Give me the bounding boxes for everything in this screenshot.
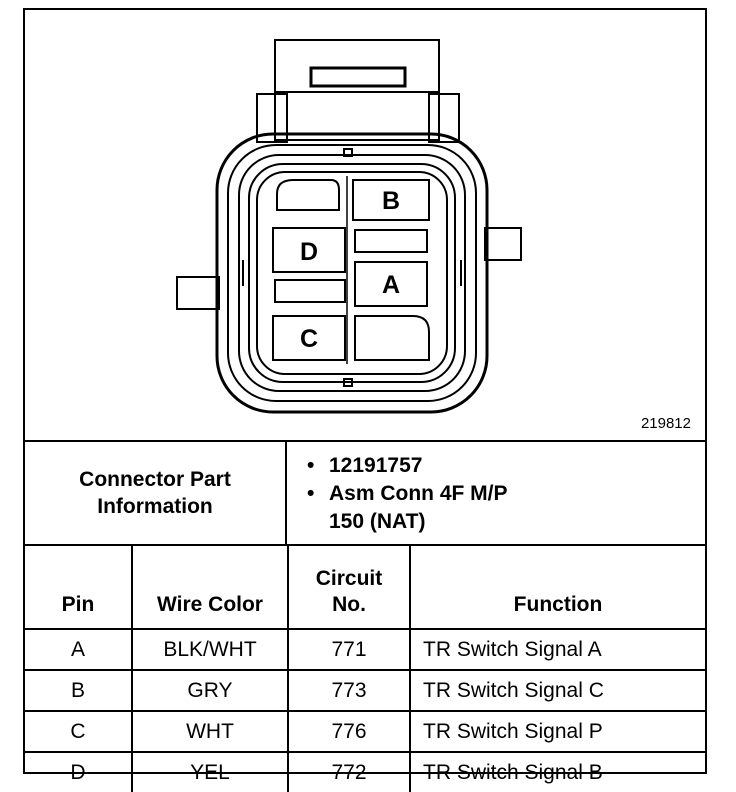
cell-function: TR Switch Signal B <box>409 751 705 792</box>
housing-shell <box>227 144 477 402</box>
cavity-c <box>272 315 346 361</box>
pin-label-b: B <box>382 187 400 215</box>
table-header-row: Pin Wire Color Circuit No. Function <box>25 546 705 630</box>
table-row: A BLK/WHT 771 TR Switch Signal A <box>25 628 705 671</box>
cell-pin: D <box>25 751 133 792</box>
cell-circuit: 772 <box>287 751 411 792</box>
cell-function: TR Switch Signal P <box>409 710 705 753</box>
cell-function: TR Switch Signal C <box>409 669 705 712</box>
cavity-blank-lower <box>274 279 346 303</box>
figure-id: 219812 <box>640 415 691 432</box>
cavity-top-left-keyed <box>276 179 340 211</box>
info-title: Connector Part Information <box>25 442 287 544</box>
part-description-line2: 150 (NAT) <box>329 510 426 533</box>
cavity-a <box>354 261 428 307</box>
table-row: B GRY 773 TR Switch Signal C <box>25 669 705 712</box>
info-items: 12191757 Asm Conn 4F M/P 150 (NAT) <box>287 442 705 544</box>
right-tab <box>484 227 522 261</box>
cavity-bottom-right-keyed <box>354 315 430 361</box>
cell-circuit: 773 <box>287 669 411 712</box>
cell-wire-color: WHT <box>131 710 289 753</box>
cell-function: TR Switch Signal A <box>409 628 705 671</box>
header-circuit-line1: Circuit <box>315 567 383 590</box>
latch-slot <box>309 66 407 88</box>
cell-circuit: 776 <box>287 710 411 753</box>
connector-part-info: Connector Part Information 12191757 Asm … <box>25 440 705 546</box>
table-row: D YEL 772 TR Switch Signal B <box>25 751 705 792</box>
cavity-d <box>272 227 346 273</box>
connector-face-drawing: B D A C <box>176 39 522 414</box>
part-description: Asm Conn 4F M/P <box>307 480 705 508</box>
part-number: 12191757 <box>307 452 705 480</box>
info-title-line1: Connector Part <box>79 468 231 491</box>
header-pin: Pin <box>25 546 133 630</box>
cell-pin: A <box>25 628 133 671</box>
pin-label-a: A <box>382 271 400 299</box>
pin-label-d: D <box>300 238 318 266</box>
header-wire-color: Wire Color <box>131 546 289 630</box>
connector-diagram: B D A C 219812 <box>25 10 705 440</box>
housing-inner <box>256 171 448 375</box>
cavity-blank-upper <box>354 229 428 253</box>
cell-wire-color: GRY <box>131 669 289 712</box>
pinout-table: Pin Wire Color Circuit No. Function A BL… <box>25 546 705 792</box>
cell-wire-color: BLK/WHT <box>131 628 289 671</box>
info-title-line2: Information <box>97 495 213 518</box>
housing-outer <box>215 132 489 414</box>
connector-sheet: B D A C 219812 Connector Part Informatio… <box>23 8 707 792</box>
header-function: Function <box>409 546 705 630</box>
cell-pin: C <box>25 710 133 753</box>
header-circuit-line2: No. <box>332 593 366 616</box>
cavity-b <box>352 179 430 221</box>
pin-label-c: C <box>300 325 318 353</box>
latch-tab <box>274 39 440 141</box>
left-tab <box>176 276 220 310</box>
cell-pin: B <box>25 669 133 712</box>
cell-circuit: 771 <box>287 628 411 671</box>
table-row: C WHT 776 TR Switch Signal P <box>25 710 705 753</box>
header-circuit: Circuit No. <box>287 546 411 630</box>
cell-wire-color: YEL <box>131 751 289 792</box>
